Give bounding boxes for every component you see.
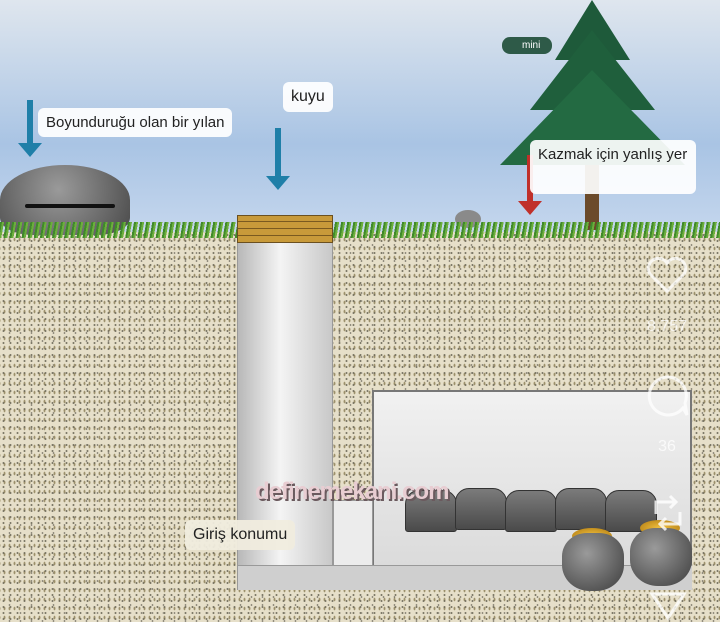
treasure-pot <box>630 528 692 586</box>
label-well: kuyu <box>283 82 333 112</box>
treasure-chest <box>555 488 607 530</box>
share-icon[interactable] <box>648 590 688 622</box>
comment-icon[interactable] <box>645 373 691 419</box>
treasure-pot <box>562 533 624 591</box>
snake <box>25 204 115 208</box>
label-wrong-place: Kazmak için yanlış yer <box>530 140 696 194</box>
arrow-snake <box>18 100 42 157</box>
grass <box>0 222 720 238</box>
arrow-well <box>266 128 290 190</box>
pine-tree <box>500 0 685 230</box>
label-entrance: Giriş konumu <box>185 520 296 550</box>
treasure-chest <box>455 488 507 530</box>
like-count: 8.757 <box>646 318 688 335</box>
well-brick-cap <box>237 215 333 243</box>
mini-badge: mini <box>502 37 553 54</box>
comment-count: 36 <box>658 438 676 455</box>
watermark: definemekani.com <box>255 478 449 505</box>
label-snake: Boyunduruğu olan bir yılan <box>38 108 233 137</box>
treasure-chest <box>505 490 557 532</box>
repost-icon[interactable] <box>648 492 688 536</box>
heart-icon[interactable] <box>645 255 689 295</box>
chamber-floor <box>238 565 692 590</box>
